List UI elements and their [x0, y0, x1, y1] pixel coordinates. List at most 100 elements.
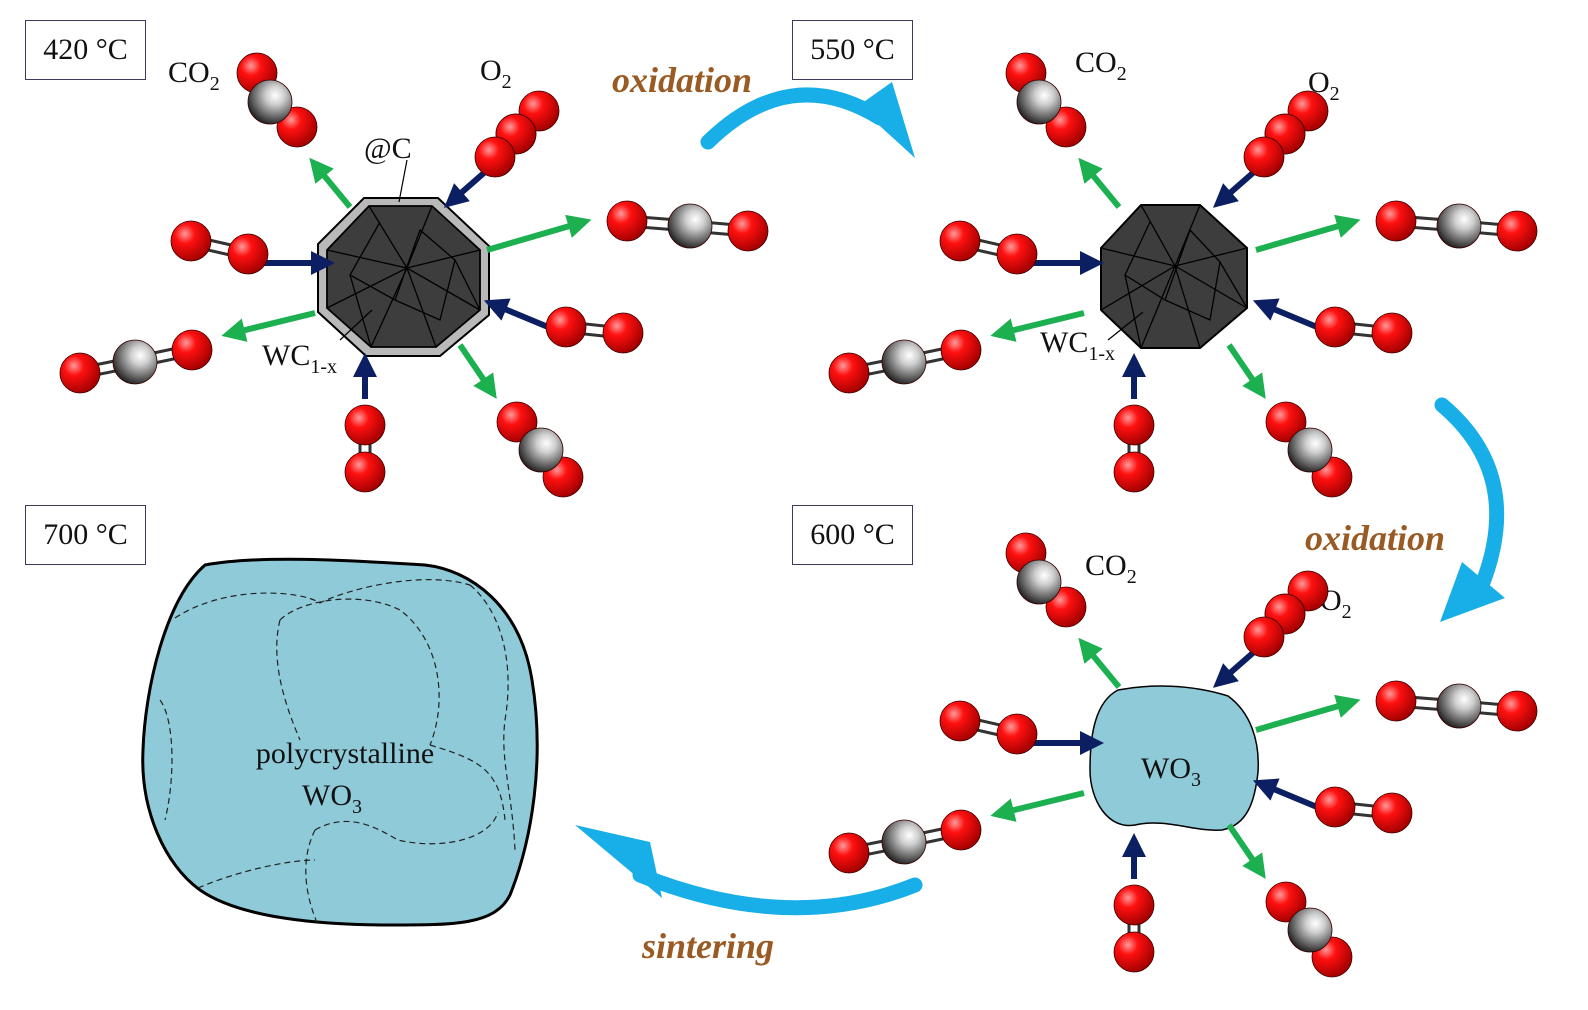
co2-molecule: [59, 329, 213, 394]
oxygen-atom: [602, 312, 644, 354]
co2-molecule: [828, 809, 982, 874]
cycle-arrow-sintering: [575, 825, 923, 916]
carbon-atom: [1016, 559, 1062, 605]
o2-molecule: [1243, 113, 1306, 178]
o2-uptake-arrow: [443, 169, 487, 208]
co2-label-420: CO2: [168, 56, 220, 95]
process-label-oxidation-2: oxidation: [1305, 518, 1445, 558]
carbon-atom: [112, 339, 158, 385]
oxygen-atom: [170, 220, 212, 262]
co2-release-arrow: [1255, 694, 1361, 733]
oxygen-atom: [1314, 786, 1356, 828]
o2-label-550: O2: [1308, 66, 1340, 105]
co2-label-550: CO2: [1075, 46, 1127, 85]
co2-molecule: [1265, 881, 1353, 978]
co2-release-arrow: [221, 310, 316, 342]
carbon-atom: [518, 427, 564, 473]
co2-molecule: [1005, 532, 1087, 628]
co2-release-arrow: [1078, 637, 1122, 689]
o2-molecule: [939, 700, 1038, 755]
carbon-atom: [881, 819, 927, 865]
o2-uptake-arrow: [483, 298, 550, 330]
co2-release-arrow: [990, 310, 1085, 342]
carbon-atom: [1287, 427, 1333, 473]
reaction-arrows: [221, 157, 1361, 879]
carbon-atom: [1016, 79, 1062, 125]
oxygen-atom: [1371, 792, 1413, 834]
oxygen-atom: [996, 233, 1038, 275]
o2-uptake-arrow: [1252, 298, 1319, 330]
carbon-atom: [881, 339, 927, 385]
oxygen-atom: [1045, 106, 1087, 148]
oxygen-atom: [344, 451, 386, 493]
poly-label-wo3: WO3: [302, 779, 362, 818]
co2-release-arrow: [1255, 214, 1361, 253]
oxygen-atom: [939, 700, 981, 742]
wo3-particle: WO3: [1089, 685, 1259, 831]
oxygen-atom: [940, 329, 982, 371]
co2-release-arrow: [309, 157, 353, 209]
co2-release-arrow: [1226, 823, 1266, 879]
o2-molecule: [1314, 786, 1413, 834]
carbon-atom: [1287, 907, 1333, 953]
oxygen-atom: [1113, 404, 1155, 446]
oxygen-atom: [996, 713, 1038, 755]
wc-label-550: WC1-x: [1040, 326, 1115, 365]
o2-molecule: [1113, 884, 1155, 973]
process-label-oxidation-1: oxidation: [612, 60, 752, 100]
o2-uptake-arrow: [1212, 649, 1256, 688]
carbon-shell-label: @C: [364, 132, 412, 165]
oxygen-atom: [606, 200, 648, 242]
o2-molecule: [939, 220, 1038, 275]
co2-molecule: [236, 52, 318, 148]
co2-molecule: [496, 401, 584, 498]
oxygen-atom: [1243, 616, 1285, 658]
oxygen-atom: [344, 404, 386, 446]
gas-molecules: [59, 52, 1538, 978]
oxygen-atom: [1496, 210, 1538, 252]
o2-molecule: [170, 220, 269, 275]
co2-release-arrow: [1078, 157, 1122, 209]
o2-molecule: [1113, 404, 1155, 493]
polycrystalline-wo3-particle: polycrystalline WO3: [141, 557, 539, 927]
temperature-box-550: 550 °C: [792, 20, 913, 80]
carbon-atom: [247, 79, 293, 125]
oxygen-atom: [1496, 690, 1538, 732]
oxygen-atom: [828, 832, 870, 874]
co2-molecule: [1375, 680, 1538, 732]
oxygen-atom: [1045, 586, 1087, 628]
oxygen-atom: [474, 136, 516, 178]
carbon-atom: [1436, 683, 1482, 729]
cycle-arrow-oxidation-2: [1434, 397, 1505, 622]
co2-label-600: CO2: [1085, 549, 1137, 588]
oxygen-atom: [1243, 136, 1285, 178]
co2-release-arrow: [457, 343, 497, 399]
co2-release-arrow: [486, 214, 592, 253]
oxygen-atom: [545, 306, 587, 348]
wo3-label: WO3: [1141, 752, 1201, 791]
oxygen-atom: [940, 809, 982, 851]
o2-molecule: [344, 404, 386, 493]
oxygen-atom: [1113, 884, 1155, 926]
temperature-box-420: 420 °C: [25, 20, 146, 80]
o2-uptake-arrow: [1252, 778, 1319, 810]
co2-molecule: [1375, 200, 1538, 252]
oxygen-atom: [1375, 200, 1417, 242]
wc-particle: WC1-x: [1040, 204, 1248, 365]
carbon-atom: [1436, 203, 1482, 249]
poly-label-line1: polycrystalline: [256, 737, 434, 770]
oxygen-atom: [727, 210, 769, 252]
oxygen-atom: [939, 220, 981, 262]
temperature-box-600: 600 °C: [792, 505, 913, 565]
co2-release-arrow: [1226, 343, 1266, 399]
oxygen-atom: [496, 401, 538, 443]
oxygen-atom: [227, 233, 269, 275]
oxygen-atom: [1371, 312, 1413, 354]
oxygen-atom: [59, 352, 101, 394]
o2-molecule: [1314, 306, 1413, 354]
oxygen-atom: [171, 329, 213, 371]
o2-molecule: [545, 306, 644, 354]
co2-molecule: [1265, 401, 1353, 498]
process-label-sintering: sintering: [641, 926, 774, 966]
